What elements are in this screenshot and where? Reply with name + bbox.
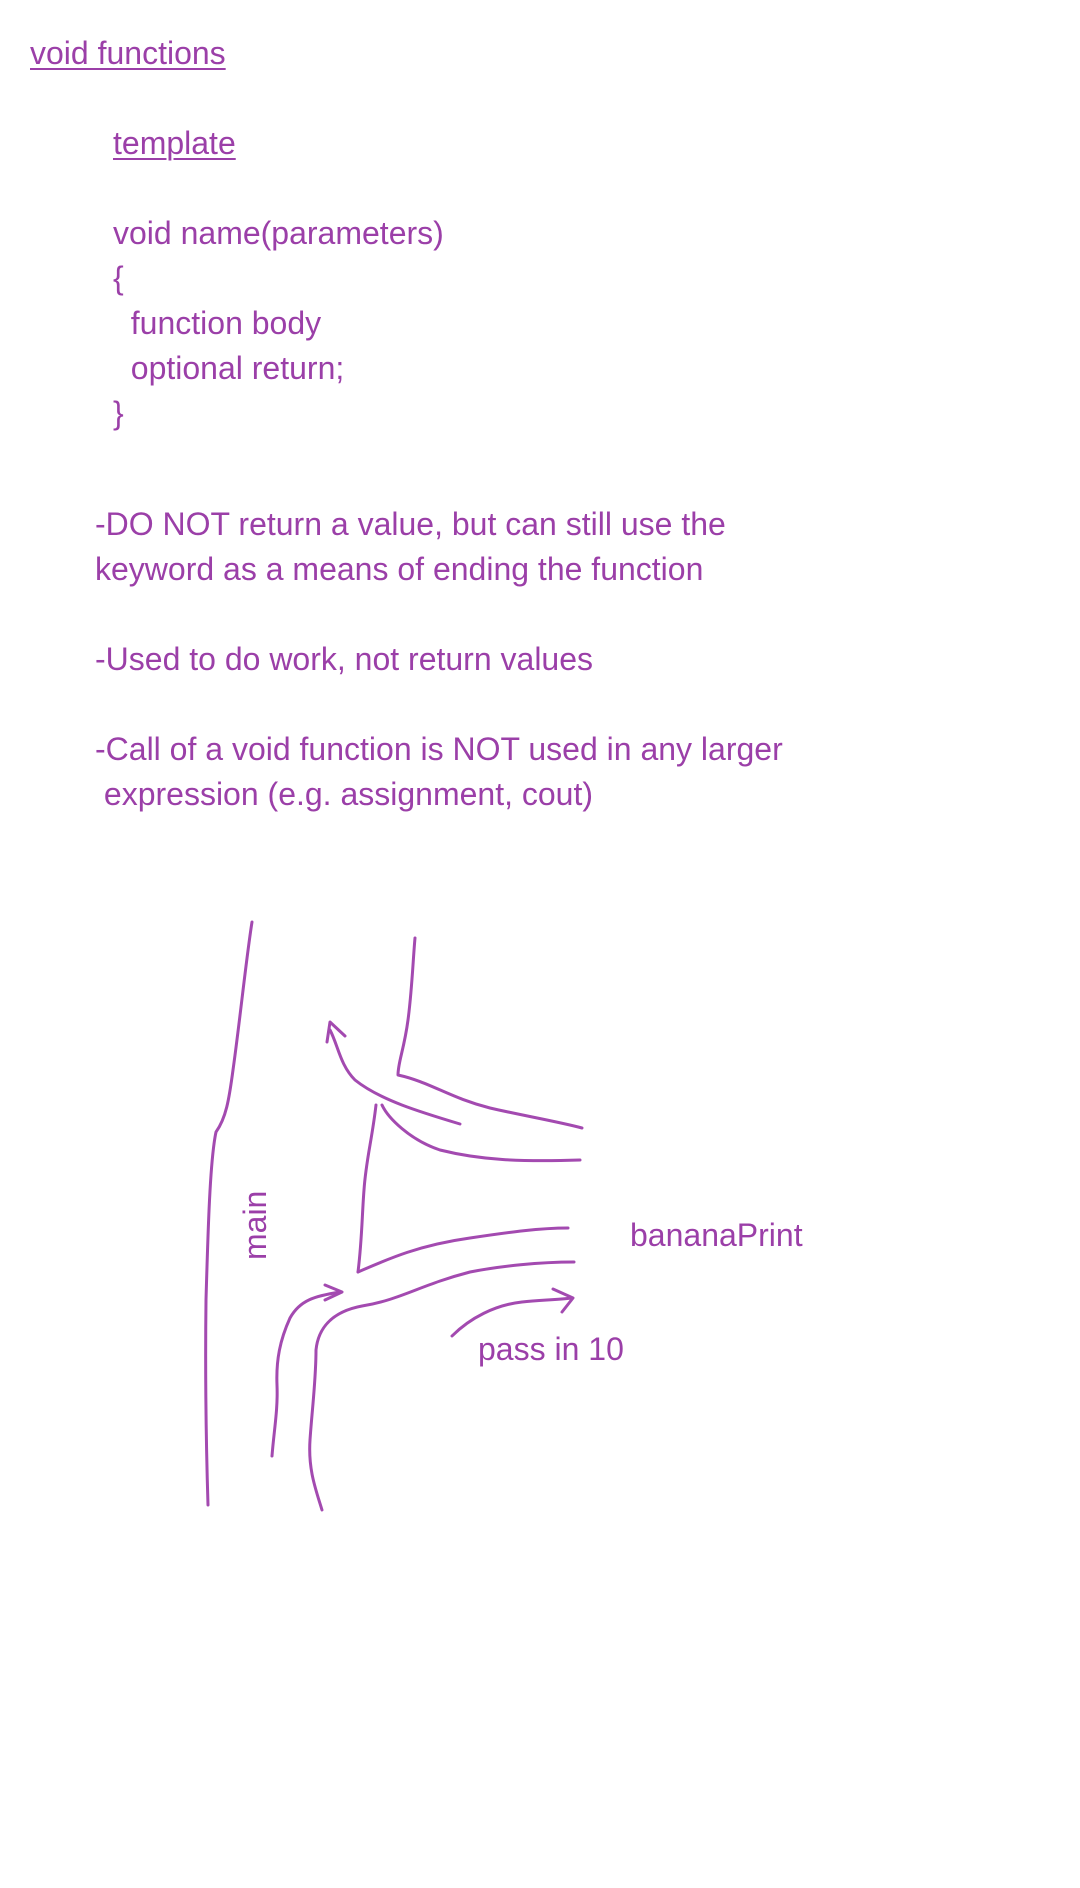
template-code-line: optional return; (113, 350, 345, 386)
template-code-line: } (113, 395, 124, 431)
pass-in-label: pass in 10 (478, 1331, 624, 1367)
template-code-line: function body (113, 305, 322, 341)
note-line: -Call of a void function is NOT used in … (95, 731, 783, 767)
call-path-lower (308, 1260, 576, 1512)
return-arrowhead (325, 1020, 347, 1044)
return-path-outer (396, 936, 584, 1130)
call-arrowhead (323, 1283, 344, 1302)
template-code-line: { (113, 260, 124, 296)
note-line: expression (e.g. assignment, cout) (95, 776, 594, 812)
main-label: main (237, 1190, 273, 1260)
function-label: bananaPrint (630, 1217, 803, 1253)
page-heading: void functions (30, 35, 226, 71)
call-path-left (270, 1290, 342, 1458)
branch-stem (356, 1103, 378, 1274)
return-path-inner (380, 1103, 582, 1163)
note-line: -DO NOT return a value, but can still us… (95, 506, 726, 542)
return-path-left (328, 1028, 462, 1126)
pass-in-arrowhead (551, 1287, 575, 1314)
note-line: -Used to do work, not return values (95, 641, 594, 677)
template-label: template (113, 125, 236, 161)
call-path-upper (356, 1226, 570, 1274)
template-code-line: void name(parameters) (113, 215, 444, 251)
note-line: keyword as a means of ending the functio… (95, 551, 704, 587)
